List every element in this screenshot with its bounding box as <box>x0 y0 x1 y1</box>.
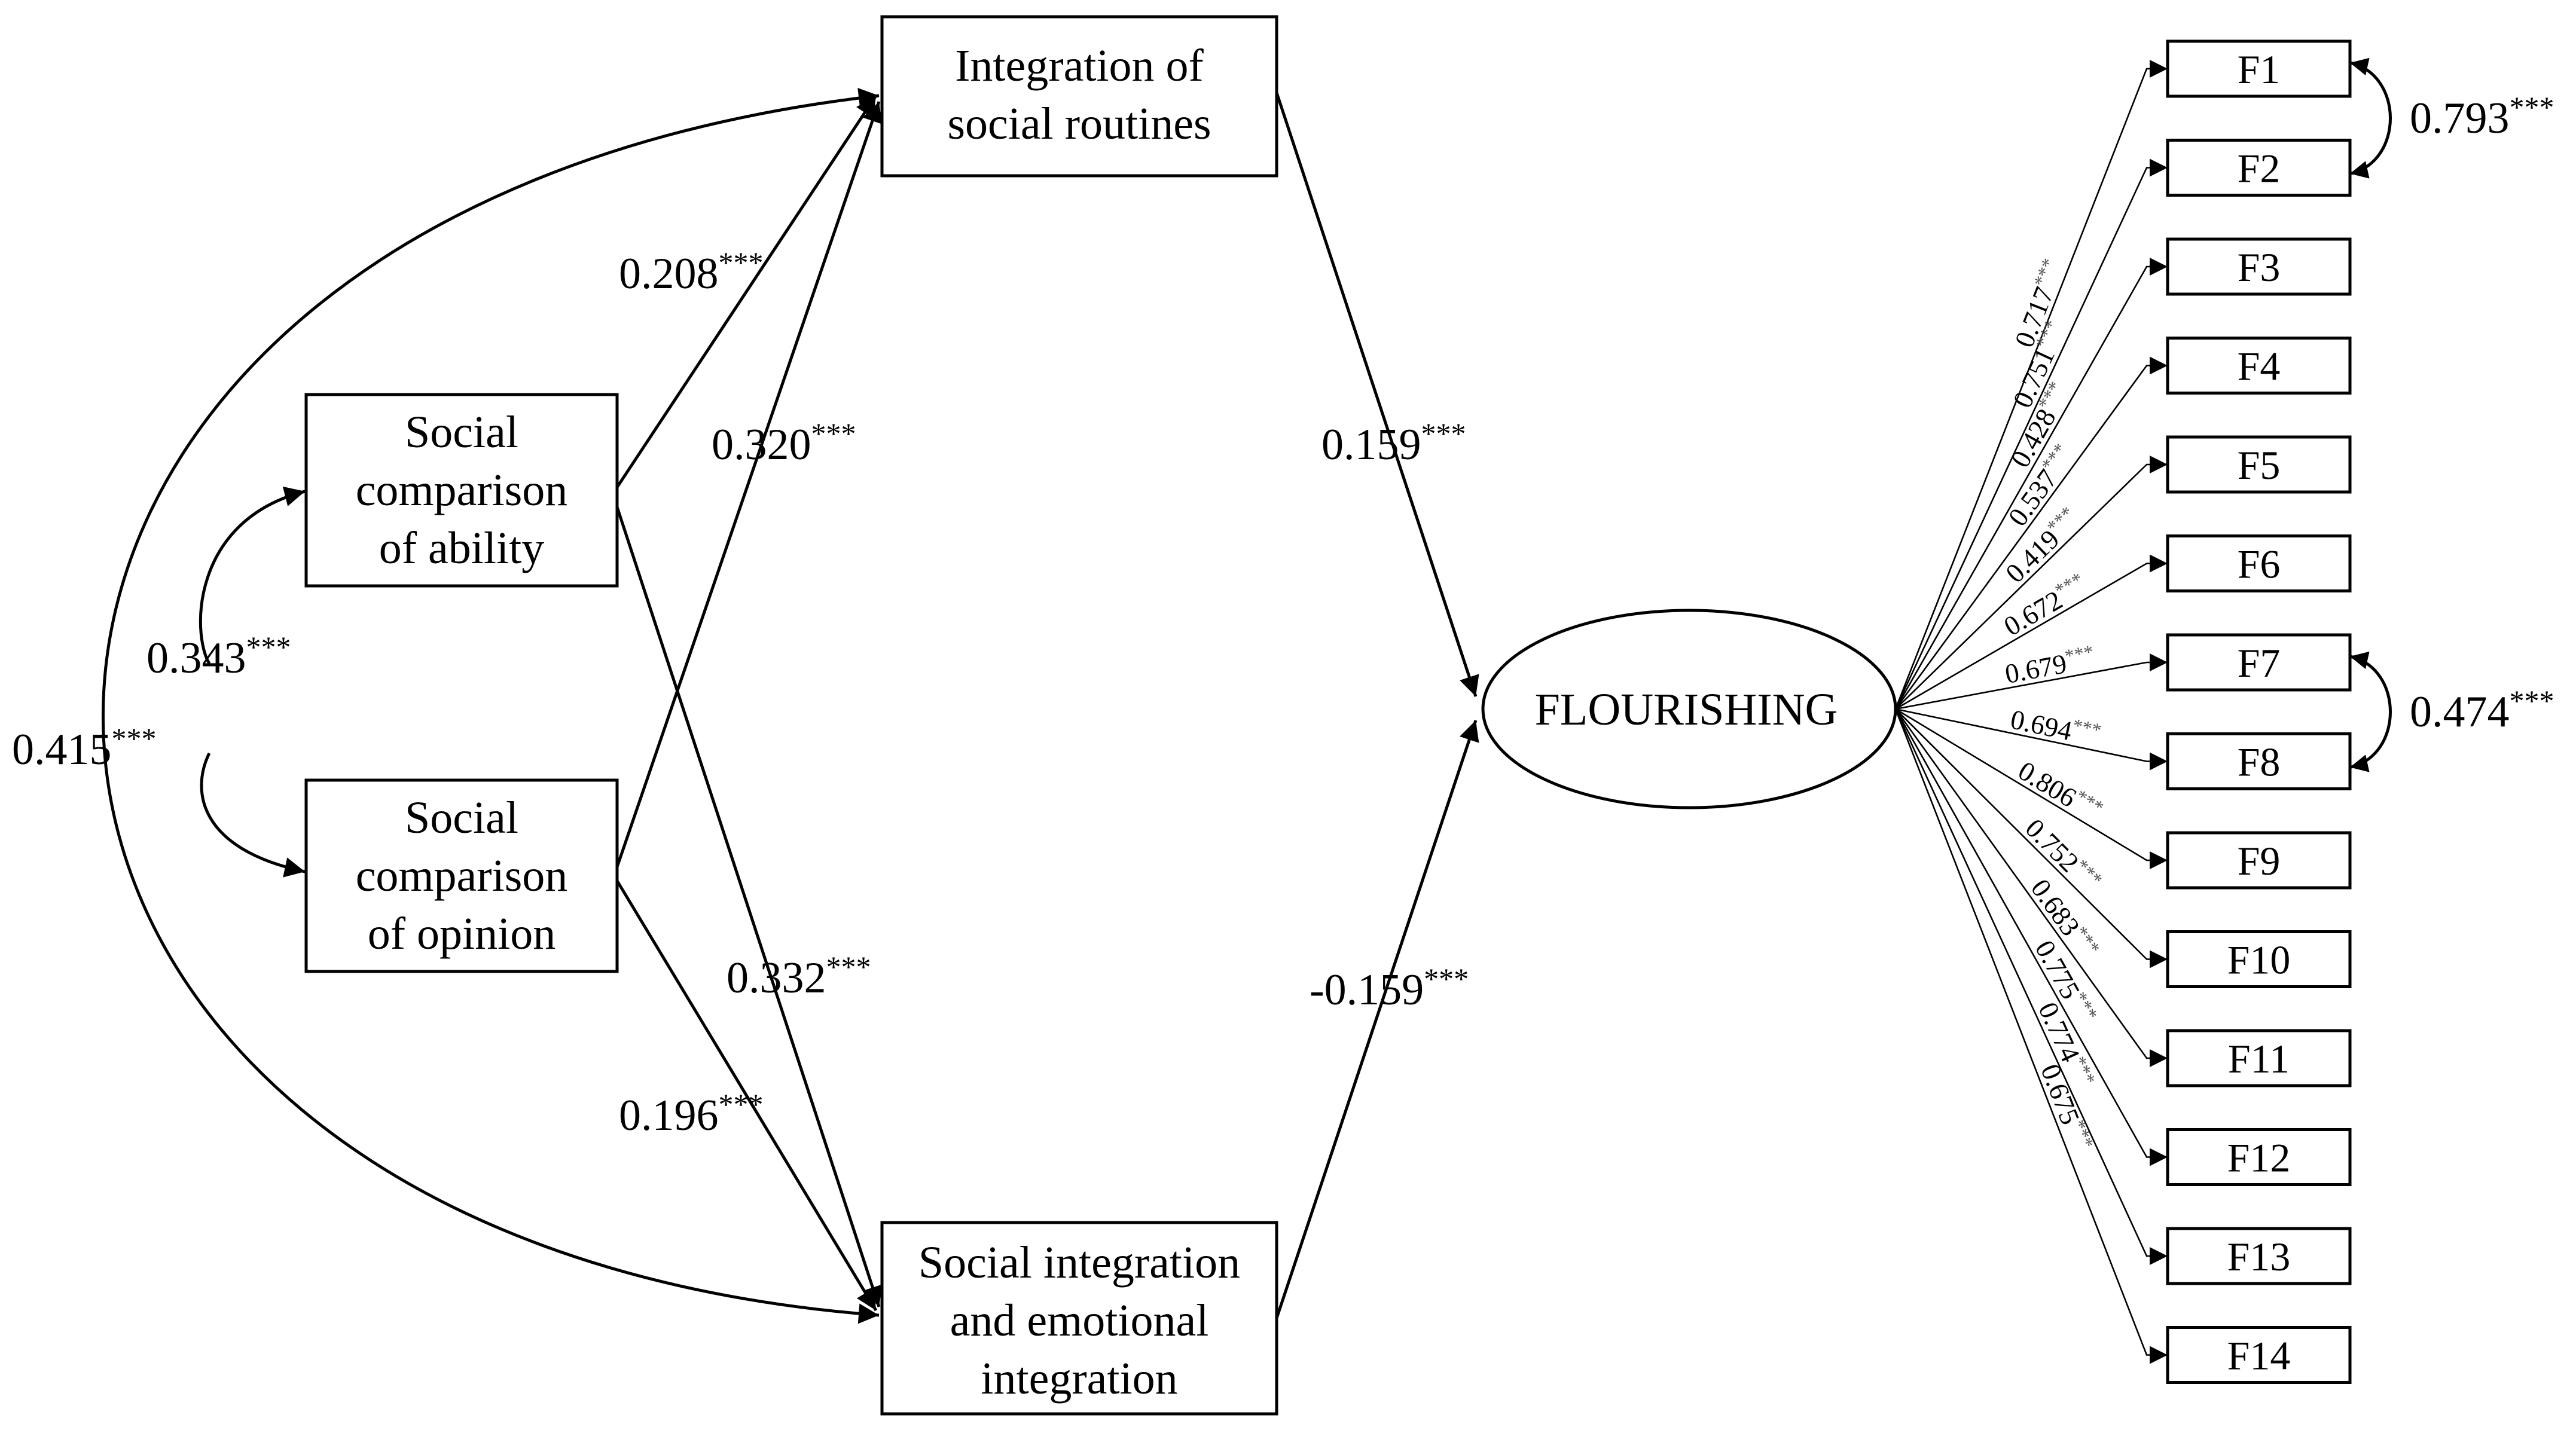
loading-line <box>1895 708 2168 968</box>
loading-line <box>1894 258 2168 710</box>
latent-label: FLOURISHING <box>1535 685 1838 735</box>
indicator-label: F6 <box>2238 542 2281 587</box>
node-label-line: comparison <box>356 851 568 901</box>
coef-covariance-routines-emotional: 0.415*** <box>12 722 157 774</box>
indicator-f9: F9 <box>2166 831 2352 890</box>
indicator-label: F2 <box>2238 146 2281 191</box>
covariance-ability-opinion-curve <box>199 491 305 872</box>
node-social-comparison-of-ability: Social comparison of ability <box>304 393 619 588</box>
indicator-f6: F6 <box>2166 534 2352 592</box>
loading-line <box>1894 708 2168 1265</box>
indicator-label: F14 <box>2227 1333 2291 1379</box>
loading-line <box>1895 456 2168 710</box>
indicator-f7: F7 <box>2166 633 2352 692</box>
indicator-f10: F10 <box>2166 930 2352 988</box>
node-label-line: comparison <box>356 465 568 515</box>
loading-line <box>1895 708 2168 869</box>
node-label-line: of ability <box>379 523 545 573</box>
residual-covariance-curve <box>2349 57 2392 179</box>
indicator-label: F10 <box>2227 937 2291 983</box>
loading-line <box>1894 708 2168 1364</box>
loading-line <box>1894 708 2168 1166</box>
loading-label: 0.679*** <box>2002 640 2097 689</box>
loading-label: 0.806*** <box>2013 753 2108 828</box>
indicator-f5: F5 <box>2166 435 2352 494</box>
node-label-line: of opinion <box>368 909 556 959</box>
latent-flourishing: FLOURISHING <box>1481 609 1897 809</box>
coef-opinion-emotional: 0.196*** <box>619 1087 764 1140</box>
indicator-label: F4 <box>2238 344 2281 389</box>
coef-opinion-routines: 0.320*** <box>712 417 856 469</box>
path-emotional-to-flourishing <box>1275 720 1479 1319</box>
indicator-f1: F1 <box>2166 39 2352 98</box>
indicator-f14: F14 <box>2166 1326 2352 1384</box>
indicator-label: F11 <box>2228 1036 2290 1081</box>
coef-ability-routines: 0.208*** <box>619 246 764 298</box>
covariance-routines-emotional-curve <box>102 88 880 1324</box>
loading-line <box>1894 60 2168 710</box>
indicator-f12: F12 <box>2166 1128 2352 1186</box>
coef-ability-emotional: 0.332*** <box>727 950 871 1003</box>
indicator-label: F13 <box>2227 1234 2291 1279</box>
indicator-group: F10.717***F20.751***F30.428***F40.537***… <box>1894 39 2352 1384</box>
coef-covariance-ability-opinion: 0.343*** <box>146 630 291 683</box>
residual-covariance-label: 0.474*** <box>2410 684 2554 737</box>
path-ability-to-emotional <box>614 503 883 1307</box>
indicator-label: F3 <box>2238 245 2281 290</box>
coef-routines-flourishing: 0.159*** <box>1321 417 1466 469</box>
path-ability-to-routines <box>614 94 878 490</box>
node-label-line: Integration of <box>955 41 1204 91</box>
indicator-label: F5 <box>2238 442 2281 488</box>
indicator-label: F1 <box>2238 47 2281 92</box>
indicator-f2: F2 <box>2166 139 2352 197</box>
indicator-label: F7 <box>2238 640 2281 686</box>
loading-line <box>1894 708 2168 1067</box>
indicator-f13: F13 <box>2166 1227 2352 1285</box>
node-label-line: integration <box>981 1353 1177 1404</box>
loading-line <box>1894 158 2168 710</box>
path-opinion-to-routines <box>614 101 883 871</box>
loading-label: 0.694*** <box>2008 701 2104 752</box>
node-label-line: Social integration <box>918 1238 1240 1288</box>
loading-line <box>1895 653 2168 710</box>
indicator-label: F9 <box>2238 838 2281 884</box>
loading-line <box>1895 708 2168 771</box>
coef-emotional-flourishing: -0.159*** <box>1310 962 1469 1015</box>
residual-covariance-curve <box>2349 651 2392 772</box>
node-label-line: social routines <box>947 99 1211 149</box>
residual-covariance-label: 0.793*** <box>2410 90 2554 143</box>
indicator-label: F8 <box>2238 740 2281 785</box>
indicator-f11: F11 <box>2166 1029 2352 1087</box>
residual-covariance-group: 0.793*** 0.474*** <box>2349 57 2554 772</box>
indicator-f8: F8 <box>2166 732 2352 790</box>
node-social-comparison-of-opinion: Social comparison of opinion <box>304 778 619 973</box>
path-routines-to-flourishing <box>1275 92 1479 697</box>
node-social-integration-and-emotional-integration: Social integration and emotional integra… <box>880 1221 1278 1416</box>
loading-line <box>1895 554 2168 710</box>
node-label-line: and emotional <box>950 1295 1209 1346</box>
indicator-f3: F3 <box>2166 237 2352 296</box>
indicator-label: F12 <box>2227 1135 2291 1181</box>
node-label-line: Social <box>405 793 518 843</box>
loading-line <box>1894 356 2168 710</box>
node-integration-of-social-routines: Integration of social routines <box>880 15 1278 178</box>
indicator-f4: F4 <box>2166 337 2352 395</box>
node-label-line: Social <box>405 407 518 457</box>
path-opinion-to-emotional <box>614 878 878 1312</box>
